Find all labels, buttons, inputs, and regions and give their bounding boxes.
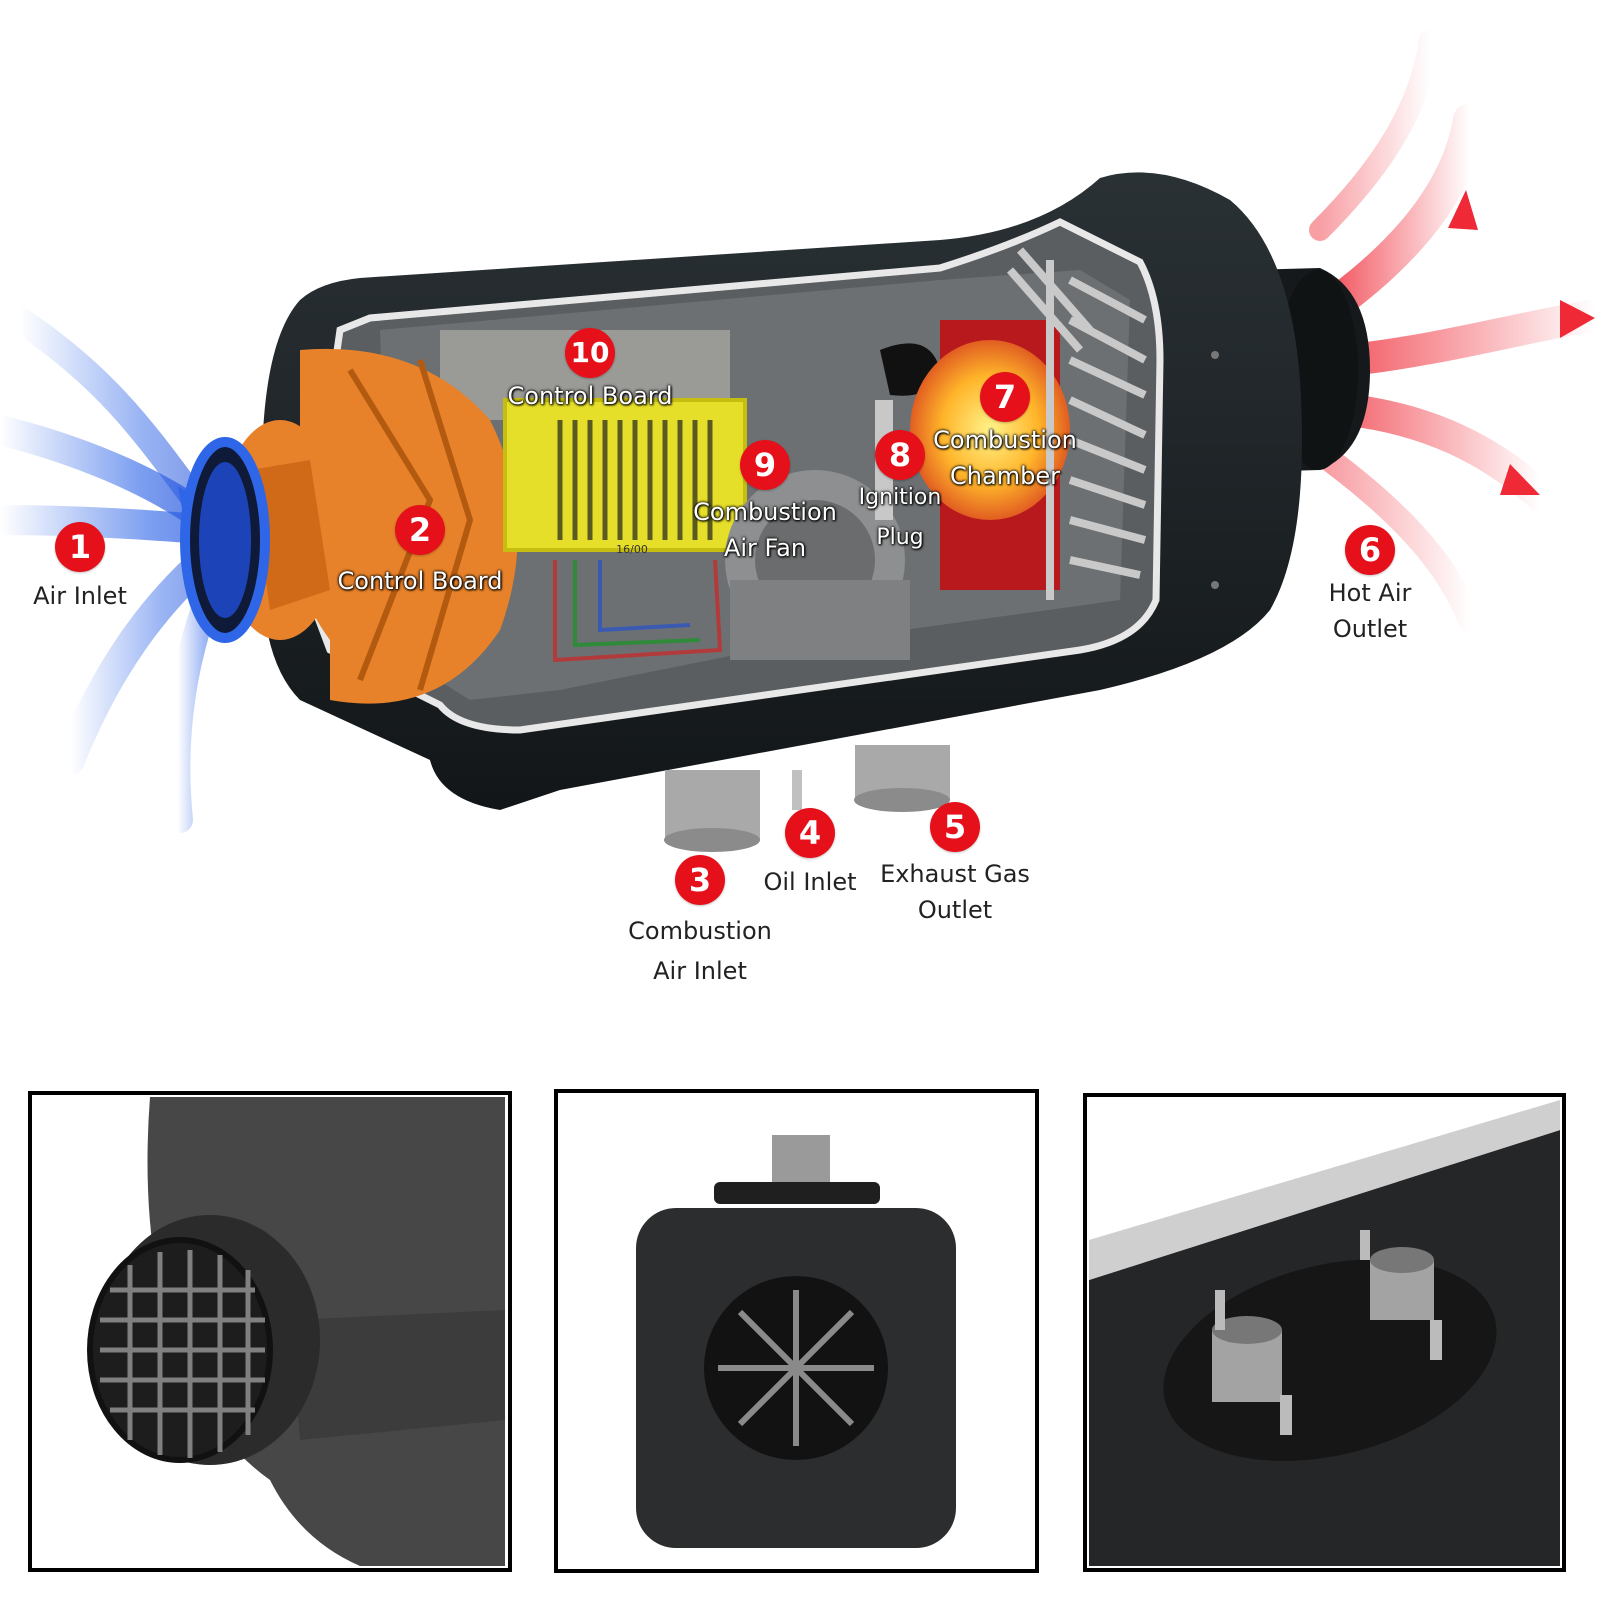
callout-1: 1 Air Inlet xyxy=(20,522,140,614)
callout-8: 8 Ignition Plug xyxy=(845,430,955,556)
callout-7: 7 Combustion Chamber xyxy=(925,372,1085,494)
callout-10: 10 Control Board xyxy=(495,328,685,414)
callout-5-label-line2: Outlet xyxy=(917,896,993,924)
callout-8-badge: 8 xyxy=(875,430,925,480)
callout-1-badge: 1 xyxy=(55,522,105,572)
callout-5-badge: 5 xyxy=(930,802,980,852)
callout-1-label: Air Inlet xyxy=(33,582,127,610)
callout-8-label-line1: Ignition xyxy=(858,485,942,510)
callout-9-label-line2: Air Fan xyxy=(723,534,807,562)
callout-9: 9 Combustion Air Fan xyxy=(680,440,850,566)
callout-3: 3 Combustion Air Inlet xyxy=(610,855,790,989)
callout-5: 5 Exhaust Gas Outlet xyxy=(870,802,1040,928)
callout-9-badge: 9 xyxy=(740,440,790,490)
board-marking: 16/00 xyxy=(616,543,648,556)
hot-air-flow xyxy=(1309,29,1600,632)
callout-3-badge: 3 xyxy=(675,855,725,905)
callout-4-label: Oil Inlet xyxy=(763,868,857,896)
callout-2-label: Control Board xyxy=(337,567,503,595)
underside-ports-photo xyxy=(1083,1093,1566,1572)
callout-6-label-line1: Hot Air xyxy=(1328,579,1412,607)
inlet-grille-photo xyxy=(28,1091,512,1572)
callout-6-badge: 6 xyxy=(1345,525,1395,575)
callout-2-badge: 2 xyxy=(395,505,445,555)
callout-4: 4 Oil Inlet xyxy=(750,808,870,900)
callout-9-label-line1: Combustion xyxy=(693,498,837,526)
callout-10-badge: 10 xyxy=(565,328,615,378)
callout-7-label-line2: Chamber xyxy=(950,462,1060,490)
outlet-front-photo xyxy=(554,1089,1039,1573)
callout-2: 2 Control Board xyxy=(325,505,515,599)
callout-8-label-line2: Plug xyxy=(876,525,924,550)
callout-5-label-line1: Exhaust Gas xyxy=(880,860,1030,888)
callout-7-badge: 7 xyxy=(980,372,1030,422)
callout-7-label-line1: Combustion xyxy=(933,426,1077,454)
callout-6: 6 Hot Air Outlet xyxy=(1310,525,1430,647)
callout-3-label-line1: Combustion xyxy=(628,917,772,945)
callout-6-label-line2: Outlet xyxy=(1332,615,1408,643)
callout-10-label: Control Board xyxy=(507,382,673,410)
callout-3-label-line2: Air Inlet xyxy=(653,957,747,985)
callout-4-badge: 4 xyxy=(785,808,835,858)
